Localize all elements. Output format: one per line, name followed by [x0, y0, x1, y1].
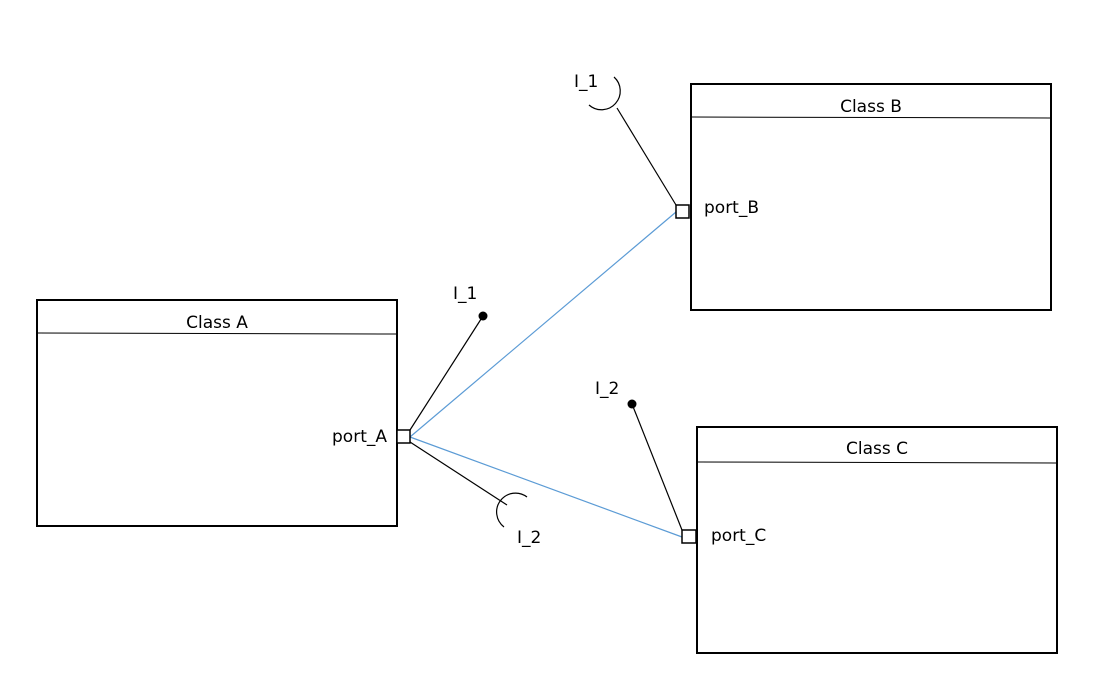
port-a-required-i2-line [409, 441, 508, 506]
class-c-title: Class C [846, 439, 908, 459]
port-b-label: port_B [704, 198, 759, 218]
provided-interface-lollipop-icon [627, 399, 637, 409]
class-b-title-divider [690, 116, 1052, 119]
port-b[interactable] [675, 204, 690, 219]
class-c-rect [696, 426, 1058, 654]
provided-interface-lollipop-icon [478, 311, 488, 321]
class-b-box[interactable]: Class B port_B [690, 83, 1052, 311]
port-a[interactable] [396, 429, 411, 444]
class-b-rect [690, 83, 1052, 311]
class-c-box[interactable]: Class C port_C [696, 426, 1058, 654]
class-a-title-divider [36, 332, 398, 335]
class-a-box[interactable]: Class A port_A [36, 299, 398, 527]
port-c-provided-i2-line [631, 403, 683, 531]
port-c[interactable] [681, 529, 697, 544]
port-a-required-i2-label: I_2 [517, 528, 541, 548]
port-c-label: port_C [711, 526, 766, 546]
port-a-label: port_A [332, 427, 387, 447]
connector-port-a-to-port-b[interactable] [409, 211, 677, 438]
class-b-title: Class B [840, 97, 902, 117]
connector-port-a-to-port-c[interactable] [409, 436, 683, 538]
class-a-rect [36, 299, 398, 527]
port-a-provided-i1-line [409, 315, 484, 431]
port-b-required-i1-line [616, 107, 677, 206]
port-a-provided-i1-label: I_1 [453, 284, 477, 304]
required-interface-socket-icon [588, 76, 621, 111]
class-c-title-divider [696, 461, 1058, 464]
port-c-provided-i2-label: I_2 [595, 379, 619, 399]
required-interface-socket-icon [496, 492, 528, 528]
port-b-required-i1-label: I_1 [574, 72, 598, 92]
class-a-title: Class A [186, 313, 248, 333]
